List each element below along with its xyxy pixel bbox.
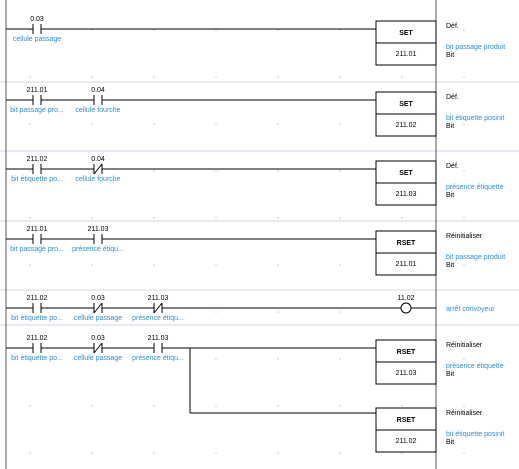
instruction-block[interactable]	[375, 160, 437, 206]
operand-action: Déf.	[446, 94, 459, 101]
instruction-operand: 211.01	[396, 51, 417, 58]
contact-comment: cellule passage	[74, 355, 122, 362]
instruction-operand: 211.03	[396, 370, 417, 377]
no-contact[interactable]	[32, 343, 42, 353]
instruction-mnemonic: SET	[399, 30, 413, 37]
no-contact[interactable]	[32, 164, 42, 174]
operand-action: Réinitialiser	[446, 410, 483, 417]
instruction-operand: 211.02	[396, 438, 417, 445]
rung-1[interactable]	[6, 20, 437, 66]
contact-address: 0.04	[91, 156, 105, 163]
contact-address: 0.03	[91, 335, 105, 342]
operand-type: Bit	[446, 192, 454, 199]
contact-address: 211.02	[27, 295, 48, 302]
instruction-operand: 211.03	[396, 191, 417, 198]
coil-description: arrêt convoyeur	[446, 306, 495, 313]
nc-contact[interactable]	[153, 302, 163, 314]
instruction-operand: 211.01	[396, 261, 417, 268]
nc-contact[interactable]	[93, 342, 103, 354]
operand-action: Déf.	[446, 23, 459, 30]
instruction-block[interactable]	[375, 230, 437, 276]
contact-address: 211.03	[88, 226, 109, 233]
coil-address: 11.02	[398, 295, 415, 302]
contact-comment: cellule passage	[13, 36, 61, 43]
contact-comment: cellule fourche	[75, 176, 120, 183]
contact-address: 211.01	[27, 87, 48, 94]
no-contact[interactable]	[32, 303, 42, 313]
contact-address: 211.02	[27, 156, 48, 163]
rung-3[interactable]	[6, 160, 437, 206]
contact-comment: bit passage pro...	[10, 107, 64, 114]
operand-type: Bit	[446, 439, 454, 446]
rung-4[interactable]	[6, 230, 437, 276]
operand-type: Bit	[446, 52, 454, 59]
contact-address: 0.03	[30, 16, 44, 23]
contact-address: 211.03	[148, 295, 169, 302]
nc-contact[interactable]	[93, 302, 103, 314]
no-contact[interactable]	[32, 234, 42, 244]
no-contact[interactable]	[93, 95, 103, 105]
operand-action: Réinitialiser	[446, 342, 483, 349]
instruction-operand: 211.02	[396, 122, 417, 129]
operand-description: bit passage produit	[446, 44, 505, 51]
instruction-block[interactable]	[375, 91, 437, 137]
output-coil[interactable]	[400, 302, 412, 314]
contact-address: 211.03	[148, 335, 169, 342]
nc-contact[interactable]	[93, 163, 103, 175]
operand-action: Réinitialiser	[446, 233, 483, 240]
no-contact[interactable]	[153, 343, 163, 353]
instruction-mnemonic: SET	[399, 170, 413, 177]
no-contact[interactable]	[32, 95, 42, 105]
no-contact[interactable]	[93, 234, 103, 244]
contact-address: 0.04	[91, 87, 105, 94]
instruction-block[interactable]	[375, 20, 437, 66]
instruction-block[interactable]	[375, 339, 437, 385]
operand-type: Bit	[446, 371, 454, 378]
contact-comment: cellule passage	[74, 315, 122, 322]
editor-grid	[29, 29, 465, 454]
instruction-mnemonic: RSET	[397, 417, 416, 424]
contact-address: 0.03	[91, 295, 105, 302]
instruction-block[interactable]	[375, 407, 437, 453]
operand-description: bit étiquette posinit	[446, 431, 504, 438]
contact-comment: présence étiqu...	[72, 246, 124, 253]
operand-description: présence étiquette	[446, 184, 504, 191]
rung-2[interactable]	[6, 91, 437, 137]
contact-comment: bit étiquette po...	[11, 176, 63, 183]
contact-comment: présence étiqu...	[132, 315, 184, 322]
operand-action: Déf.	[446, 163, 459, 170]
operand-description: présence étiquette	[446, 363, 504, 370]
rung-6[interactable]	[6, 339, 437, 453]
contact-comment: bit étiquette po...	[11, 315, 63, 322]
instruction-mnemonic: RSET	[397, 240, 416, 247]
instruction-mnemonic: RSET	[397, 349, 416, 356]
contact-comment: présence étiqu...	[132, 355, 184, 362]
contact-comment: cellule fourche	[75, 107, 120, 114]
operand-type: Bit	[446, 123, 454, 130]
rung-5[interactable]	[6, 302, 436, 314]
no-contact[interactable]	[32, 24, 42, 34]
contact-address: 211.01	[27, 226, 48, 233]
contact-address: 211.02	[27, 335, 48, 342]
instruction-mnemonic: SET	[399, 101, 413, 108]
operand-description: bit étiquette posinit	[446, 115, 504, 122]
contact-comment: bit étiquette po...	[11, 355, 63, 362]
contact-comment: bit passage pro...	[10, 246, 64, 253]
operand-description: bit passage produit	[446, 254, 505, 261]
operand-type: Bit	[446, 262, 454, 269]
